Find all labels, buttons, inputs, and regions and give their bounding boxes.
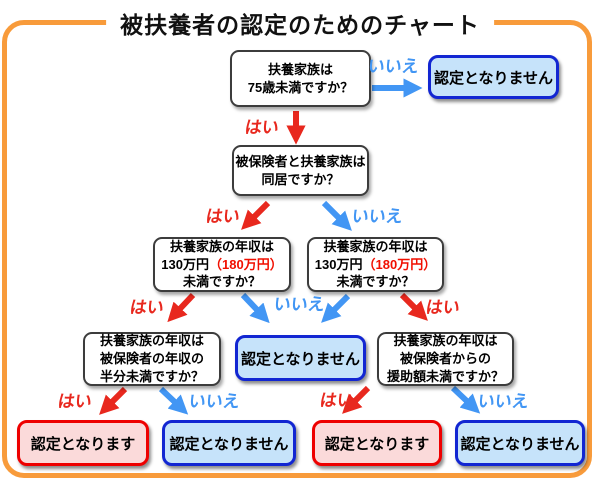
result-not-certified-bottom-right: 認定となりません	[455, 420, 585, 466]
label-no-q6: いいえ	[476, 392, 531, 411]
question-line: 扶養家族の年収は	[169, 238, 274, 254]
amount-note-red: （180万円）	[209, 256, 283, 272]
question-line: 扶養家族の年収は	[99, 333, 204, 349]
label-no-q5: いいえ	[187, 392, 242, 411]
question-line: 扶養家族の年収は	[393, 333, 498, 349]
question-line: 援助額未満ですか？	[386, 368, 504, 384]
amount-text: 130万円	[161, 256, 209, 272]
result-certified-left: 認定となります	[17, 420, 149, 466]
question-box-support-amount: 扶養家族の年収は 被保険者からの 援助額未満ですか？	[377, 332, 514, 386]
chart-title: 被扶養者の認定のためのチャート	[106, 6, 494, 40]
question-box-age: 扶養家族は 75歳未満ですか？	[230, 50, 371, 107]
question-line: 被保険者の年収の	[99, 351, 204, 367]
question-line: 扶養家族は	[267, 61, 333, 77]
result-not-certified-bottom-left: 認定となりません	[162, 420, 296, 466]
question-line: 130万円（180万円）	[315, 256, 436, 274]
label-no-q2: いいえ	[350, 207, 405, 226]
result-certified-right: 認定となります	[312, 420, 442, 466]
label-yes-q1: はい	[243, 118, 281, 137]
question-line: 被保険者からの	[399, 351, 491, 367]
question-box-income-left: 扶養家族の年収は 130万円（180万円） 未満ですか？	[153, 237, 291, 292]
question-line: 被保険者と扶養家族は	[235, 153, 366, 169]
result-not-certified-middle: 認定となりません	[235, 335, 366, 381]
label-yes-q2: はい	[204, 207, 242, 226]
question-line: 半分未満ですか？	[99, 368, 204, 384]
label-yes-q6: はい	[318, 391, 356, 410]
question-box-half-income: 扶養家族の年収は 被保険者の年収の 半分未満ですか？	[83, 332, 221, 386]
question-line: 扶養家族の年収は	[323, 238, 428, 254]
question-line: 同居ですか？	[261, 171, 340, 187]
label-yes-q3: はい	[128, 298, 166, 317]
question-line: 未満ですか？	[182, 274, 261, 290]
label-no-q1: いいえ	[366, 57, 421, 76]
question-box-income-right: 扶養家族の年収は 130万円（180万円） 未満ですか？	[307, 237, 444, 292]
label-no-middle: いいえ	[272, 295, 327, 314]
question-box-cohabitation: 被保険者と扶養家族は 同居ですか？	[232, 145, 369, 196]
label-yes-q5: はい	[56, 392, 94, 411]
amount-note-red: （180万円）	[362, 256, 437, 272]
label-yes-q4: はい	[424, 298, 462, 317]
question-line: 75歳未満ですか？	[247, 79, 354, 95]
result-not-certified-top: 認定となりません	[428, 55, 559, 99]
question-line: 未満ですか？	[336, 274, 415, 290]
question-line: 130万円（180万円）	[161, 256, 282, 274]
amount-text: 130万円	[314, 256, 363, 272]
